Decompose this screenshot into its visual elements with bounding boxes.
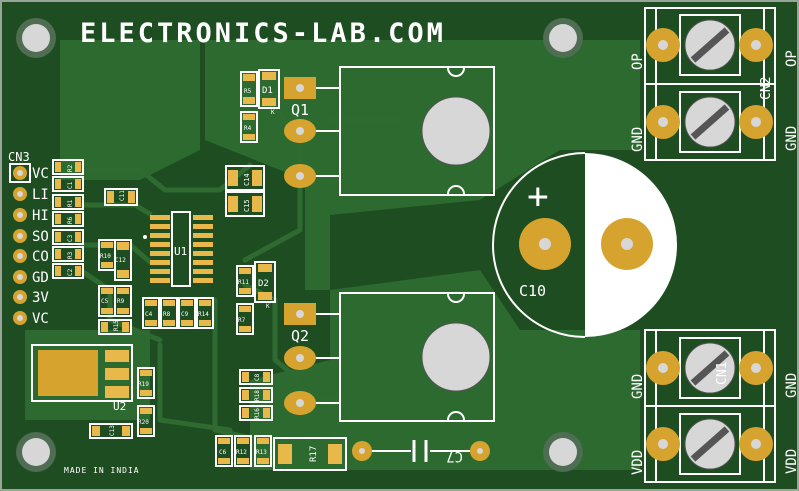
d1-k-label: K (271, 109, 275, 116)
d2-label: D2 (258, 279, 269, 289)
cn1-terminal: CN1 GND GND VDD VDD (630, 329, 799, 483)
c11: C11 (104, 188, 138, 206)
cn3-pin-5-label: CO (32, 249, 49, 265)
cn3-pin-8: VC (13, 311, 49, 327)
cn2-label: CN2 (759, 77, 774, 100)
cn3-pin-3-label: HI (32, 208, 49, 224)
r5-d1-r4: R5 D1 K R4 (240, 69, 280, 143)
cn1-vdd-right: VDD (784, 449, 799, 474)
cn3-pin-4-label: SO (32, 229, 49, 245)
r3-label: R3 (67, 251, 74, 259)
c5-r9: C5 R9 (98, 285, 132, 317)
cn3-header: CN3 (8, 150, 31, 183)
c4-label: C4 (145, 311, 153, 318)
r8-label: R8 (163, 311, 171, 318)
u1-ic: U1 (143, 211, 214, 287)
c14-c15: C14 C15 (225, 165, 265, 217)
r14-label: R14 (198, 311, 209, 318)
r20-label: R20 (138, 419, 149, 426)
r9-label: R9 (117, 298, 125, 305)
d1-label: D1 (262, 86, 273, 96)
cn3-pin-6: GD (13, 270, 49, 286)
mounting-holes (16, 18, 583, 472)
r11-label: R11 (238, 279, 249, 286)
smd-column-left: R2 C1 R1 R6 C3 R3 C2 (52, 159, 84, 279)
r1-label: R1 (67, 199, 74, 207)
cn3-pin-2: LI (13, 187, 49, 203)
cn3-pin-7-label: 3V (32, 290, 49, 306)
u2-label: U2 (113, 400, 126, 413)
r19-r20: R19 R20 (137, 367, 155, 437)
board-footer: MADE IN INDIA (64, 466, 140, 475)
cn3-pin-5: CO (13, 249, 49, 265)
c4-r8-c9-r14: C4 R8 C9 R14 (142, 297, 214, 329)
c15-label: C15 (243, 199, 251, 212)
cn3-pin-2-label: LI (32, 187, 49, 203)
r10-label: R10 (100, 253, 111, 260)
r16-label: R16 (254, 408, 261, 419)
u1-label: U1 (174, 245, 187, 258)
q2-transistor: Q2 (284, 292, 495, 422)
c3-label: C3 (67, 234, 74, 242)
r15-label: R15 (113, 320, 120, 331)
cn1-vdd-left: VDD (630, 450, 646, 475)
c5-label: C5 (101, 298, 109, 305)
cn2-op-right: OP (784, 50, 799, 67)
c7: C7 (352, 440, 490, 464)
r11-d2-r7: R11 D2 K R7 (236, 261, 276, 335)
r13-label: R13 (256, 449, 267, 456)
r17-label: R17 (309, 446, 319, 462)
cn2-gnd-right: GND (784, 126, 799, 151)
cn3-pin-7: 3V (13, 290, 49, 306)
c10-capacitor: + C10 (492, 152, 677, 338)
cn3-pin-4: SO (13, 229, 49, 245)
c8-label: C8 (254, 373, 261, 381)
c13-label: C13 (109, 425, 116, 436)
c13: C13 (89, 423, 133, 439)
cn3-pin-1: VC (13, 166, 49, 182)
c7-label: C7 (446, 448, 463, 464)
r17: R17 (273, 437, 347, 471)
r7-label: R7 (238, 317, 246, 324)
c11-label: C11 (119, 190, 126, 201)
r15: R15 (98, 319, 132, 335)
c2-label: C2 (67, 268, 74, 276)
r19-label: R19 (138, 381, 149, 388)
c14-label: C14 (243, 173, 251, 186)
r4-label: R4 (244, 125, 252, 132)
r18-label: R18 (254, 390, 261, 401)
r12-label: R12 (236, 449, 247, 456)
d2-k-label: K (266, 303, 270, 310)
c10-label: C10 (519, 282, 546, 300)
cn1-label: CN1 (715, 362, 730, 385)
c1-label: C1 (67, 181, 74, 189)
c10-plus: + (527, 176, 549, 217)
board-title: ELECTRONICS-LAB.COM (80, 18, 446, 49)
r5-label: R5 (244, 88, 252, 95)
cn2-terminal: CN2 OP OP GND GND (630, 7, 799, 161)
c9-label: C9 (181, 311, 189, 318)
u2-regulator: U2 (31, 344, 133, 413)
cn3-pin-3: HI (13, 208, 49, 224)
q1-transistor: Q1 (284, 66, 495, 196)
cn2-op-left: OP (630, 53, 646, 70)
r10-c12: R10 C12 (98, 239, 132, 281)
r2-label: R2 (67, 164, 74, 172)
c12-label: C12 (115, 257, 126, 264)
cn3-pin-6-label: GD (32, 270, 49, 286)
c8-r18-r16: C8 R18 R16 (239, 369, 273, 421)
cn1-gnd-left: GND (630, 374, 646, 399)
c6-label: C6 (219, 449, 227, 456)
r6-label: R6 (67, 216, 74, 224)
cn1-gnd-right: GND (784, 373, 799, 398)
q1-label: Q1 (291, 101, 309, 119)
cn2-gnd-left: GND (630, 127, 646, 152)
q2-label: Q2 (291, 327, 309, 345)
c6-r12-r13: C6 R12 R13 (215, 435, 272, 467)
cn3-label: CN3 (8, 150, 30, 164)
cn3-pin-8-label: VC (32, 311, 49, 327)
cn3-pin-1-label: VC (32, 166, 49, 182)
